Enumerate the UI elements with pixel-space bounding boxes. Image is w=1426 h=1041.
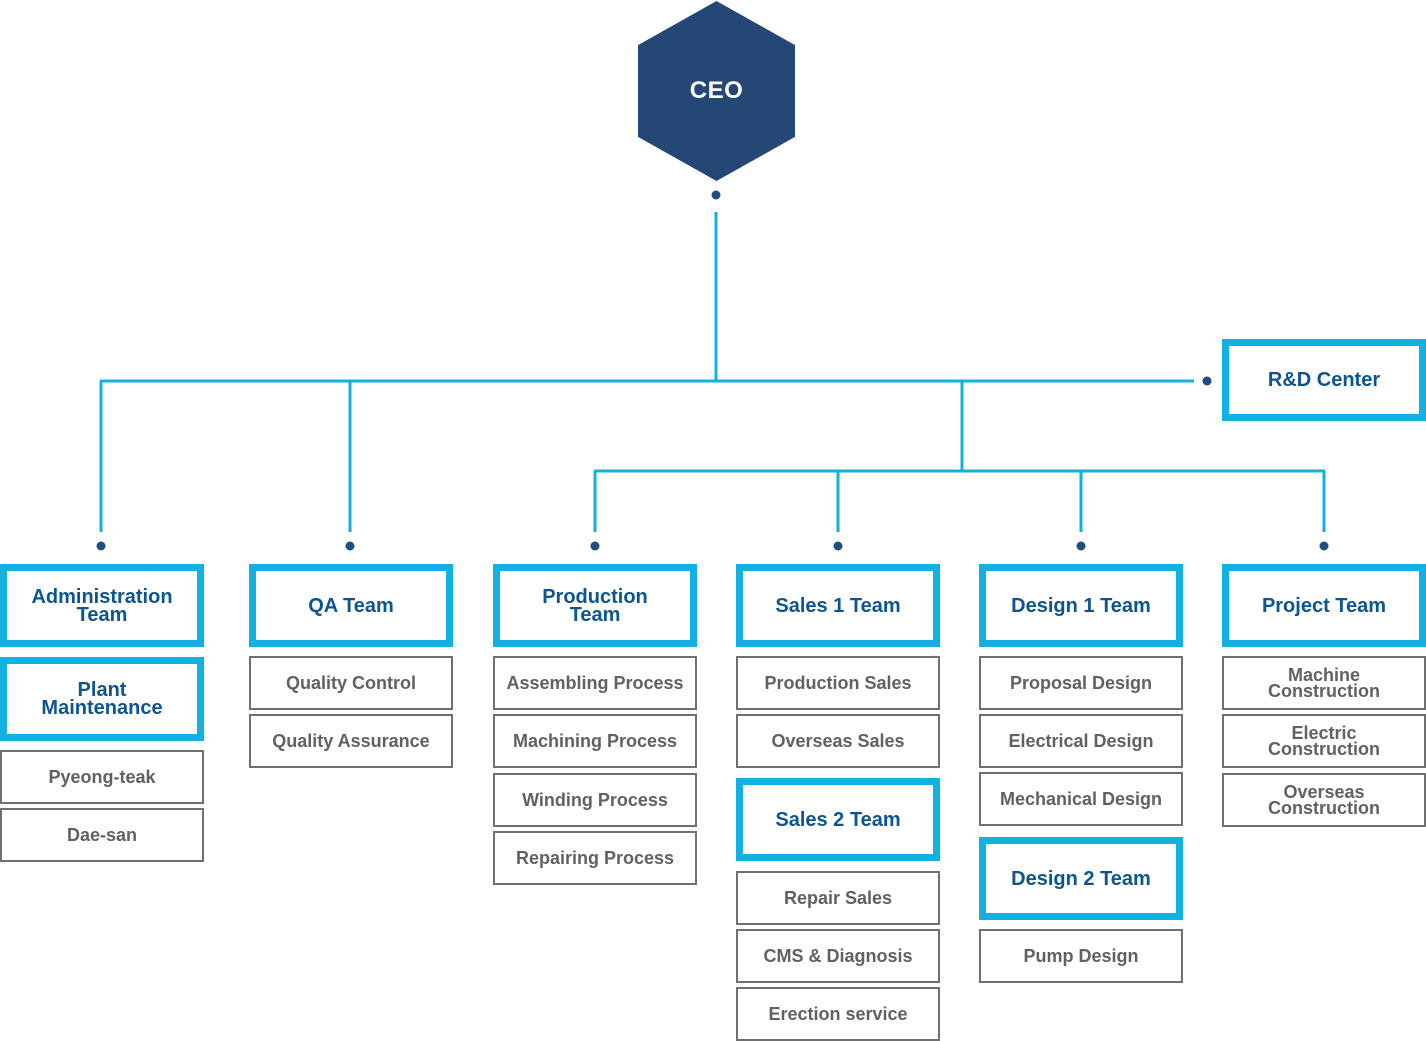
design-1-team-label: Design 1 Team	[1011, 594, 1151, 617]
ceo-label: CEO	[689, 77, 744, 104]
unit-quality-assurance: Quality Assurance	[249, 714, 453, 768]
unit-quality-control: Quality Control	[249, 656, 453, 710]
unit-label: Assembling Process	[506, 673, 684, 693]
project-team-box: Project Team	[1222, 564, 1426, 647]
unit-label: Machine Construction	[1268, 665, 1380, 701]
sales-2-team-box: Sales 2 Team	[736, 778, 940, 861]
production-connector-dot	[590, 541, 600, 551]
unit-winding-process: Winding Process	[493, 773, 697, 827]
unit-label: Quality Control	[286, 673, 416, 693]
unit-label: Winding Process	[522, 790, 668, 810]
unit-mechanical-design: Mechanical Design	[979, 772, 1183, 826]
unit-dae-san: Dae-san	[0, 808, 204, 862]
plant-maintenance-box: Plant Maintenance	[0, 657, 204, 741]
qa-connector-dot	[345, 541, 355, 551]
unit-label: Pyeong-teak	[48, 767, 156, 787]
sales1-connector-dot	[833, 541, 843, 551]
project-connector-dot	[1319, 541, 1329, 551]
ceo-node: CEO	[638, 1, 795, 181]
unit-label: Overseas Sales	[771, 731, 905, 751]
unit-label: Quality Assurance	[272, 731, 430, 751]
unit-label: Pump Design	[1023, 946, 1139, 966]
unit-label: Mechanical Design	[999, 789, 1163, 809]
unit-label: Dae-san	[66, 825, 138, 845]
unit-label: Erection service	[768, 1004, 908, 1024]
unit-label: Machining Process	[512, 731, 678, 751]
administration-team-box: Administration Team	[0, 564, 204, 647]
design-1-team-box: Design 1 Team	[979, 564, 1183, 647]
qa-team-box: QA Team	[249, 564, 453, 647]
unit-erection-service: Erection service	[736, 987, 940, 1041]
unit-cms-diagnosis: CMS & Diagnosis	[736, 929, 940, 983]
ceo-connector-dot	[711, 190, 721, 200]
design-2-team-box: Design 2 Team	[979, 837, 1183, 920]
unit-label: Production Sales	[764, 673, 912, 693]
admin-connector-dot	[96, 541, 106, 551]
rnd-connector-dot	[1202, 376, 1212, 386]
unit-overseas-construction: Overseas Construction	[1222, 773, 1426, 827]
sales-1-team-box: Sales 1 Team	[736, 564, 940, 647]
sales-1-team-label: Sales 1 Team	[775, 594, 901, 617]
project-team-label: Project Team	[1261, 594, 1387, 617]
production-team-label: Production Team	[542, 585, 648, 626]
unit-pyeong-teak: Pyeong-teak	[0, 750, 204, 804]
unit-label: CMS & Diagnosis	[763, 946, 913, 966]
rnd-center-box: R&D Center	[1222, 339, 1426, 421]
rnd-center-label: R&D Center	[1267, 369, 1381, 391]
unit-label: Repair Sales	[783, 888, 893, 908]
production-team-box: Production Team	[493, 564, 697, 647]
design-2-team-label: Design 2 Team	[1011, 867, 1151, 890]
qa-team-label: QA Team	[308, 594, 394, 617]
unit-label: Overseas Construction	[1268, 782, 1380, 818]
administration-team-label: Administration Team	[31, 585, 173, 626]
sales-2-team-label: Sales 2 Team	[775, 808, 901, 831]
unit-electrical-design: Electrical Design	[979, 714, 1183, 768]
unit-label: Electric Construction	[1268, 723, 1380, 759]
plant-maintenance-label: Plant Maintenance	[41, 679, 163, 719]
unit-label: Electrical Design	[1008, 731, 1154, 751]
unit-machine-construction: Machine Construction	[1222, 656, 1426, 710]
unit-pump-design: Pump Design	[979, 929, 1183, 983]
unit-label: Repairing Process	[515, 848, 675, 868]
design1-connector-dot	[1076, 541, 1086, 551]
unit-assembling-process: Assembling Process	[493, 656, 697, 710]
unit-repairing-process: Repairing Process	[493, 831, 697, 885]
unit-machining-process: Machining Process	[493, 714, 697, 768]
unit-repair-sales: Repair Sales	[736, 871, 940, 925]
unit-production-sales: Production Sales	[736, 656, 940, 710]
unit-overseas-sales: Overseas Sales	[736, 714, 940, 768]
unit-label: Proposal Design	[1009, 673, 1153, 693]
unit-electric-construction: Electric Construction	[1222, 714, 1426, 768]
unit-proposal-design: Proposal Design	[979, 656, 1183, 710]
